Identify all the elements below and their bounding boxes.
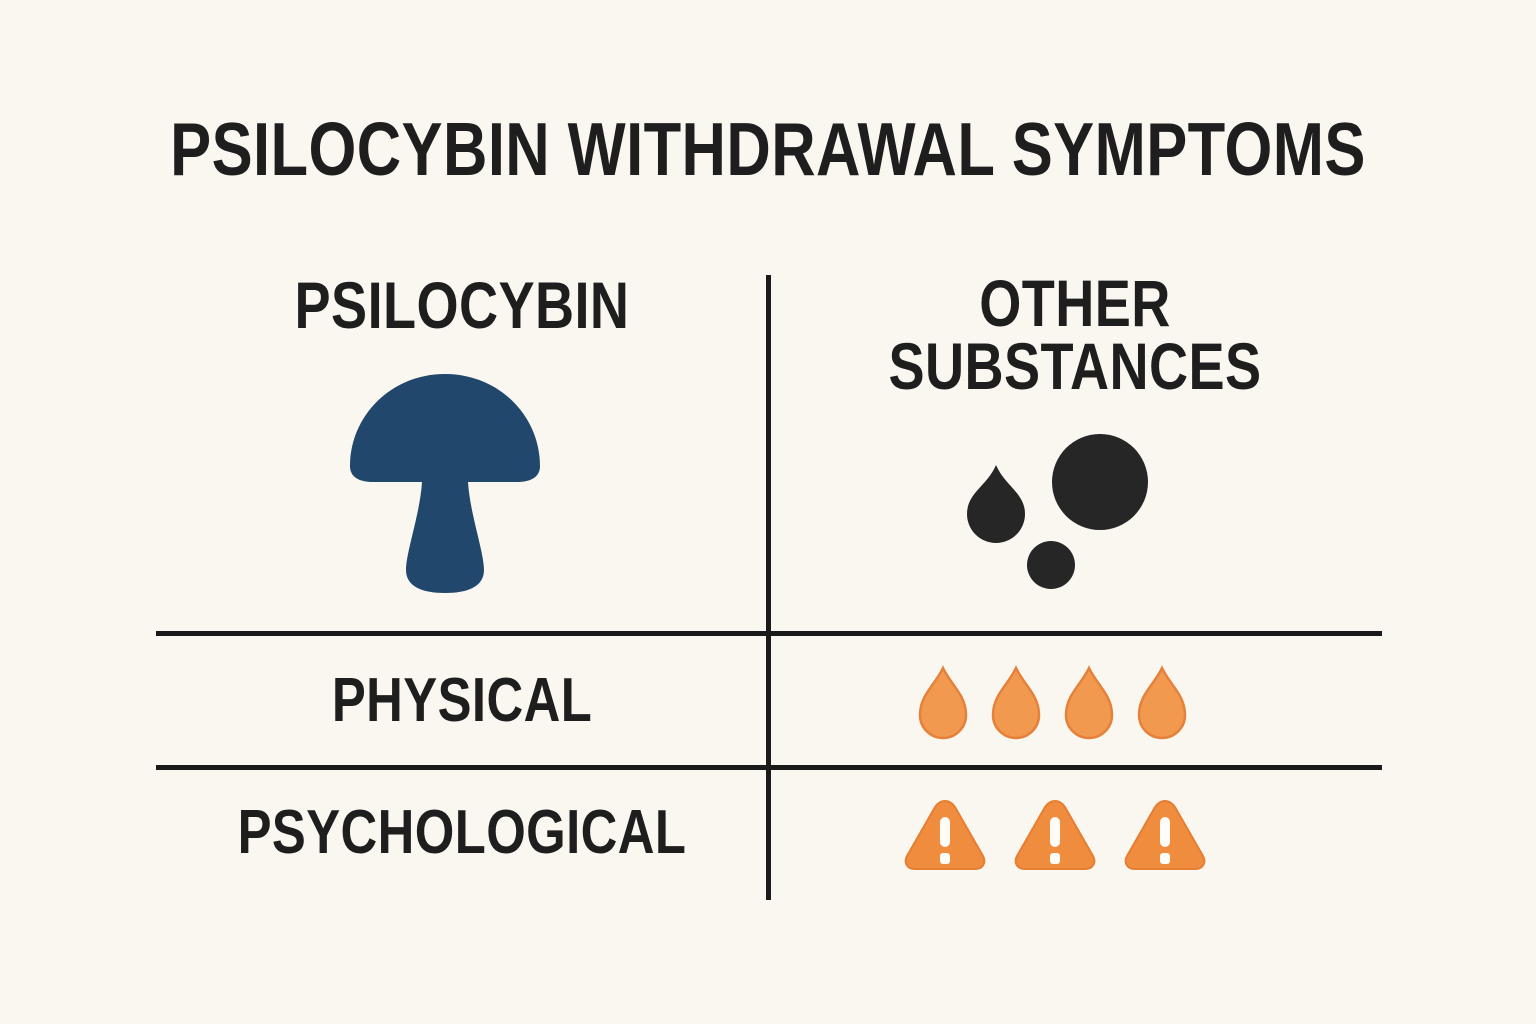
row-label-physical: PHYSICAL bbox=[331, 666, 593, 735]
horizontal-rule-bottom bbox=[156, 765, 1382, 770]
vertical-divider-line bbox=[766, 275, 771, 900]
droplet-icon bbox=[991, 665, 1040, 740]
droplet-icon bbox=[1137, 665, 1186, 740]
column-header-other-substances: OTHER SUBSTANCES bbox=[888, 266, 1262, 403]
page-title: PSILOCYBIN WITHDRAWAL SYMPTOMS bbox=[170, 107, 1366, 191]
pills-and-drop-icon bbox=[955, 428, 1175, 598]
horizontal-rule-top bbox=[156, 631, 1382, 636]
warning-triangle-icon bbox=[1124, 799, 1206, 870]
mushroom-icon bbox=[345, 372, 545, 595]
droplet-icon bbox=[918, 665, 967, 740]
warning-triangle-icon bbox=[904, 799, 986, 870]
warning-triangle-icon bbox=[1014, 799, 1096, 870]
row-label-psychological: PSYCHOLOGICAL bbox=[237, 798, 687, 867]
column-header-psilocybin: PSILOCYBIN bbox=[294, 268, 630, 342]
droplet-icon bbox=[1064, 665, 1113, 740]
psychological-severity-warnings bbox=[768, 795, 1342, 877]
physical-severity-droplets bbox=[768, 664, 1336, 740]
